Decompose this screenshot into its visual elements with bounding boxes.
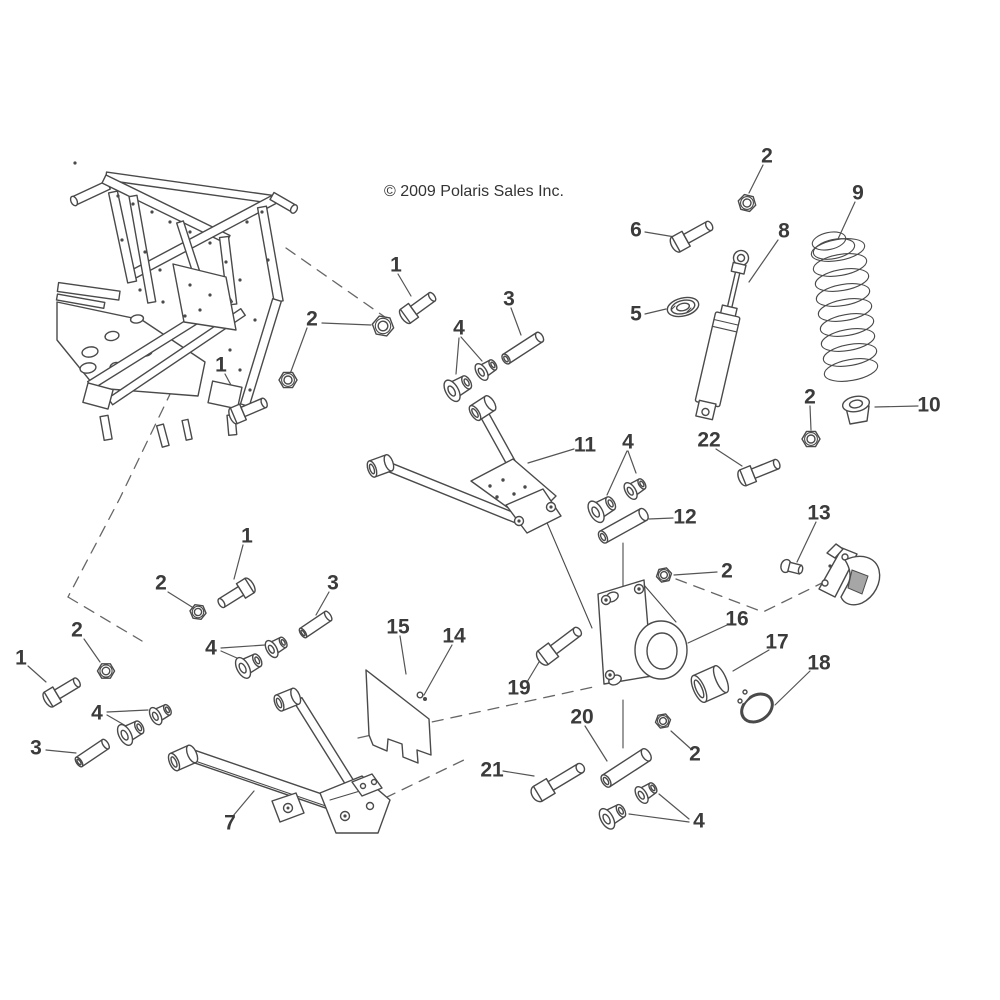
callout-label: 4	[453, 317, 465, 340]
callout-label: 3	[327, 572, 339, 595]
bolt-1-upper	[396, 287, 440, 327]
part-shock-absorber	[692, 248, 755, 421]
part-coil-spring	[810, 229, 880, 385]
bolt-22	[735, 454, 784, 489]
pin-3-left	[73, 737, 112, 769]
nut-2-b	[278, 371, 298, 389]
callout-label: 18	[807, 652, 831, 675]
bushing-4	[471, 354, 502, 384]
callout-label: 1	[215, 354, 227, 377]
callout-label: 19	[507, 677, 530, 700]
callout-label: 22	[697, 429, 720, 452]
snap-ring-18	[734, 688, 778, 727]
callout-labels: 1 2 1 3 4 11 2 6 9 8 5 2 10 22 4 12 13 2…	[15, 145, 941, 835]
bolt-21	[527, 757, 589, 806]
part-upper-a-arm	[364, 393, 561, 533]
bushing-4	[231, 647, 267, 682]
callout-label: 4	[91, 702, 103, 725]
callout-label: 8	[778, 220, 790, 243]
bolt-13	[780, 558, 804, 576]
spring-retainer-10	[841, 394, 870, 424]
callout-label: 13	[807, 502, 830, 525]
bolt-1-left	[40, 673, 85, 710]
pin-3-mid	[297, 609, 335, 640]
callout-label: 2	[761, 145, 773, 168]
bushing-4	[113, 714, 149, 749]
frame-rivet-dots	[116, 194, 270, 392]
callout-label: 9	[852, 182, 864, 205]
callout-label: 4	[622, 431, 634, 454]
bushing-4	[439, 369, 477, 405]
callout-label: 2	[689, 743, 701, 766]
bushing-4	[631, 777, 662, 807]
callout-label: 11	[574, 434, 597, 457]
carrier-sleeve-17	[688, 664, 731, 705]
tube-20	[597, 745, 655, 790]
washer-5	[665, 294, 700, 319]
callout-label: 1	[15, 647, 27, 670]
callout-label: 3	[503, 288, 515, 311]
nut-2-shock-bottom	[801, 430, 821, 448]
frame-drawing	[56, 161, 298, 447]
nut-2-shock-top	[735, 192, 759, 214]
bolt-1-low	[214, 575, 259, 613]
callout-label: 7	[224, 812, 236, 835]
callout-label: 2	[306, 308, 318, 331]
bushing-4	[620, 473, 651, 503]
bushing-4	[146, 699, 176, 728]
bolt-6	[667, 216, 717, 255]
caliper-bracket-drawing	[819, 544, 880, 605]
part-bearing-carrier	[598, 580, 687, 687]
nut-2-carrier-top	[654, 566, 674, 584]
callout-label: 4	[205, 637, 217, 660]
callout-label: 1	[241, 525, 253, 548]
callout-label: 2	[155, 572, 167, 595]
bushing-4	[595, 798, 631, 833]
callout-label: 2	[804, 386, 816, 409]
callout-label: 15	[386, 616, 410, 639]
callout-label: 2	[721, 560, 733, 583]
callout-label: 1	[390, 254, 402, 277]
bushing-4	[262, 632, 292, 661]
callout-label: 4	[693, 810, 705, 833]
nut-2-carrier-bottom	[653, 712, 673, 730]
nut-2-a	[369, 314, 397, 338]
copyright-text: © 2009 Polaris Sales Inc.	[384, 183, 564, 200]
part-lower-a-arm	[165, 686, 390, 833]
pin-3-upper	[499, 330, 547, 367]
callout-label: 10	[917, 394, 940, 417]
bolt-19	[533, 622, 587, 669]
callout-label: 5	[630, 303, 642, 326]
rivet-14	[417, 692, 427, 701]
bushing-4	[583, 490, 621, 526]
callout-label: 17	[765, 631, 788, 654]
callout-label: 3	[30, 737, 42, 760]
nut-2-left-low	[96, 663, 116, 679]
callout-label: 12	[673, 506, 696, 529]
callout-label: 21	[480, 759, 504, 782]
callout-label: 16	[725, 608, 748, 631]
hardware-drawings	[40, 192, 871, 833]
callout-label: 2	[71, 619, 83, 642]
part-guard-plate	[366, 670, 431, 763]
callout-label: 14	[442, 625, 466, 648]
callout-label: 20	[570, 706, 593, 729]
callout-label: 6	[630, 219, 642, 242]
